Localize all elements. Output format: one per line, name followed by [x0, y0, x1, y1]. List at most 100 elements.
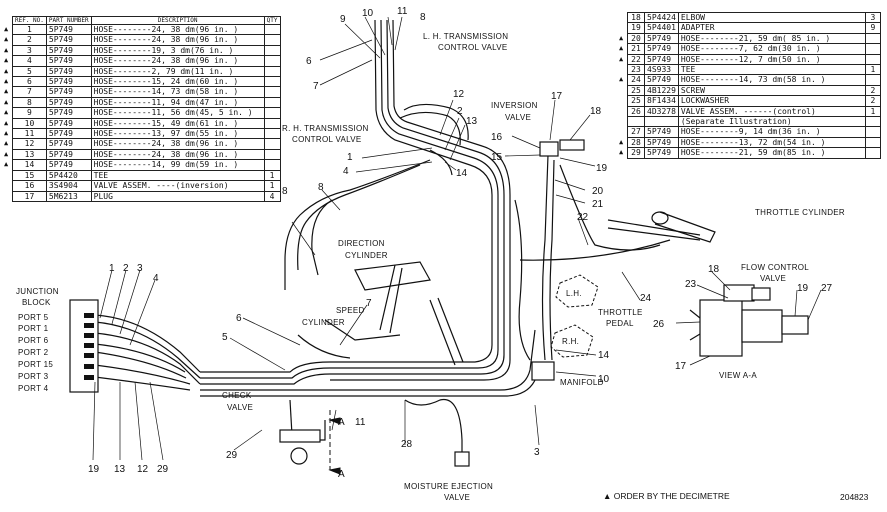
part-number-cell: 3S4904	[45, 180, 92, 192]
description-cell: HOSE--------21, 59 dm(85 in. )	[677, 147, 866, 159]
part-number-cell: 5P749	[45, 128, 92, 140]
decimetre-mark: ▲	[619, 54, 624, 63]
description-cell: HOSE--------24, 38 dm(96 in. )	[90, 23, 265, 36]
ref-number: 3	[27, 45, 32, 55]
callout-29-check: 29	[226, 450, 238, 461]
ref-number: 18	[631, 13, 641, 22]
qty-cell	[864, 32, 881, 45]
ref-cell: 18	[627, 11, 645, 24]
decimetre-mark: ▲	[4, 77, 9, 86]
port-label-5: PORT 5	[18, 313, 49, 322]
ref-number: 9	[27, 108, 32, 118]
description-cell: HOSE--------12, 7 dm(50 in. )	[677, 53, 866, 66]
part-number-cell: 5M6213	[45, 190, 92, 202]
port-label-6: PORT 6	[18, 336, 49, 345]
ref-number: 1	[27, 25, 32, 34]
callout-18-view: 18	[708, 264, 720, 275]
ref-cell: ▲5	[4, 65, 47, 78]
qty-cell	[263, 34, 281, 46]
description-cell: HOSE--------13, 97 dm(55 in. )	[90, 128, 265, 140]
col-part-header: PART NUMBER	[45, 16, 92, 25]
ref-cell: 17	[12, 190, 47, 202]
lh-pedal-label: L.H.	[566, 289, 582, 298]
ref-cell: 27	[627, 126, 645, 138]
decimetre-mark: ▲	[4, 66, 9, 75]
ref-number: 15	[24, 170, 35, 180]
callout-17-view: 17	[675, 361, 687, 372]
ref-number: 11	[24, 129, 35, 139]
description-cell: HOSE--------14, 73 dm(58 in. )	[677, 74, 866, 86]
flow-control-label-2: VALVE	[760, 274, 786, 283]
callout-13: 13	[466, 116, 478, 127]
description-cell: SCREW	[677, 84, 866, 97]
description-cell: HOSE--------15, 49 dm(61 in. )	[90, 117, 265, 130]
ref-cell: ▲1	[4, 23, 47, 36]
rh-valve-label-2: CONTROL VALVE	[292, 135, 362, 144]
ref-cell: ▲22	[619, 53, 645, 66]
manifold-label: MANIFOLD	[560, 378, 604, 387]
moisture-valve-label-2: VALVE	[444, 493, 470, 502]
ref-cell: 23	[627, 64, 645, 76]
description-cell: HOSE--------24, 38 dm(96 in. )	[90, 148, 265, 161]
speed-cylinder-label: SPEED	[336, 306, 365, 315]
part-number-cell: 4S933	[644, 64, 679, 76]
decimetre-mark: ▲	[4, 97, 9, 106]
pedals	[550, 274, 599, 358]
qty-cell: 2	[864, 84, 881, 97]
qty-cell: 1	[864, 64, 881, 76]
qty-cell	[263, 65, 281, 78]
section-a-bottom: A	[338, 469, 345, 480]
callout-6-left: 6	[236, 313, 242, 324]
callout-13-left: 13	[114, 464, 126, 475]
qty-cell: 9	[864, 22, 881, 34]
port-fittings	[84, 313, 94, 380]
description-cell: HOSE--------9, 14 dm(36 in. )	[677, 126, 866, 138]
qty-cell	[263, 107, 281, 119]
description-cell: HOSE--------21, 59 dm( 85 in. )	[677, 32, 866, 45]
qty-cell	[864, 136, 881, 149]
callout-16: 16	[491, 132, 503, 143]
callout-7: 7	[313, 81, 319, 92]
callout-4: 4	[343, 166, 349, 177]
linkage	[324, 219, 701, 366]
decimetre-mark: ▲	[4, 139, 9, 148]
ref-cell: ▲11	[4, 128, 47, 140]
direction-cylinder-label: DIRECTION	[338, 239, 385, 248]
decimetre-mark: ▲	[4, 149, 9, 158]
callout-1: 1	[347, 152, 353, 163]
callout-24: 24	[640, 293, 652, 304]
description-cell: HOSE--------24, 38 dm(96 in. )	[90, 55, 265, 67]
check-valve	[279, 429, 321, 465]
part-number-cell: 5P749	[45, 44, 92, 57]
ref-cell: ▲29	[619, 147, 645, 159]
ref-number: 26	[631, 106, 641, 116]
decimetre-mark: ▲	[4, 118, 9, 127]
ref-cell: ▲6	[4, 76, 47, 88]
lh-valve-label: L. H. TRANSMISSION	[423, 32, 508, 41]
part-number-cell: 5P749	[644, 74, 679, 86]
part-number-cell: 5P749	[644, 43, 679, 55]
callout-6: 6	[306, 56, 312, 67]
callout-8-left: 8	[282, 186, 288, 197]
callout-8: 8	[420, 12, 426, 23]
callout-1-left: 1	[109, 263, 115, 274]
col-desc-header: DESCRIPTION	[90, 16, 265, 25]
throttle-cylinder-label: THROTTLE CYLINDER	[755, 208, 845, 217]
part-number-cell: 4B1229	[644, 84, 679, 97]
ref-number: 8	[27, 97, 32, 107]
callout-19: 19	[596, 163, 608, 174]
part-number-cell: 5P749	[45, 117, 92, 130]
qty-cell	[263, 128, 281, 140]
callout-29-left: 29	[157, 464, 169, 475]
part-number-cell: 5P749	[45, 76, 92, 88]
